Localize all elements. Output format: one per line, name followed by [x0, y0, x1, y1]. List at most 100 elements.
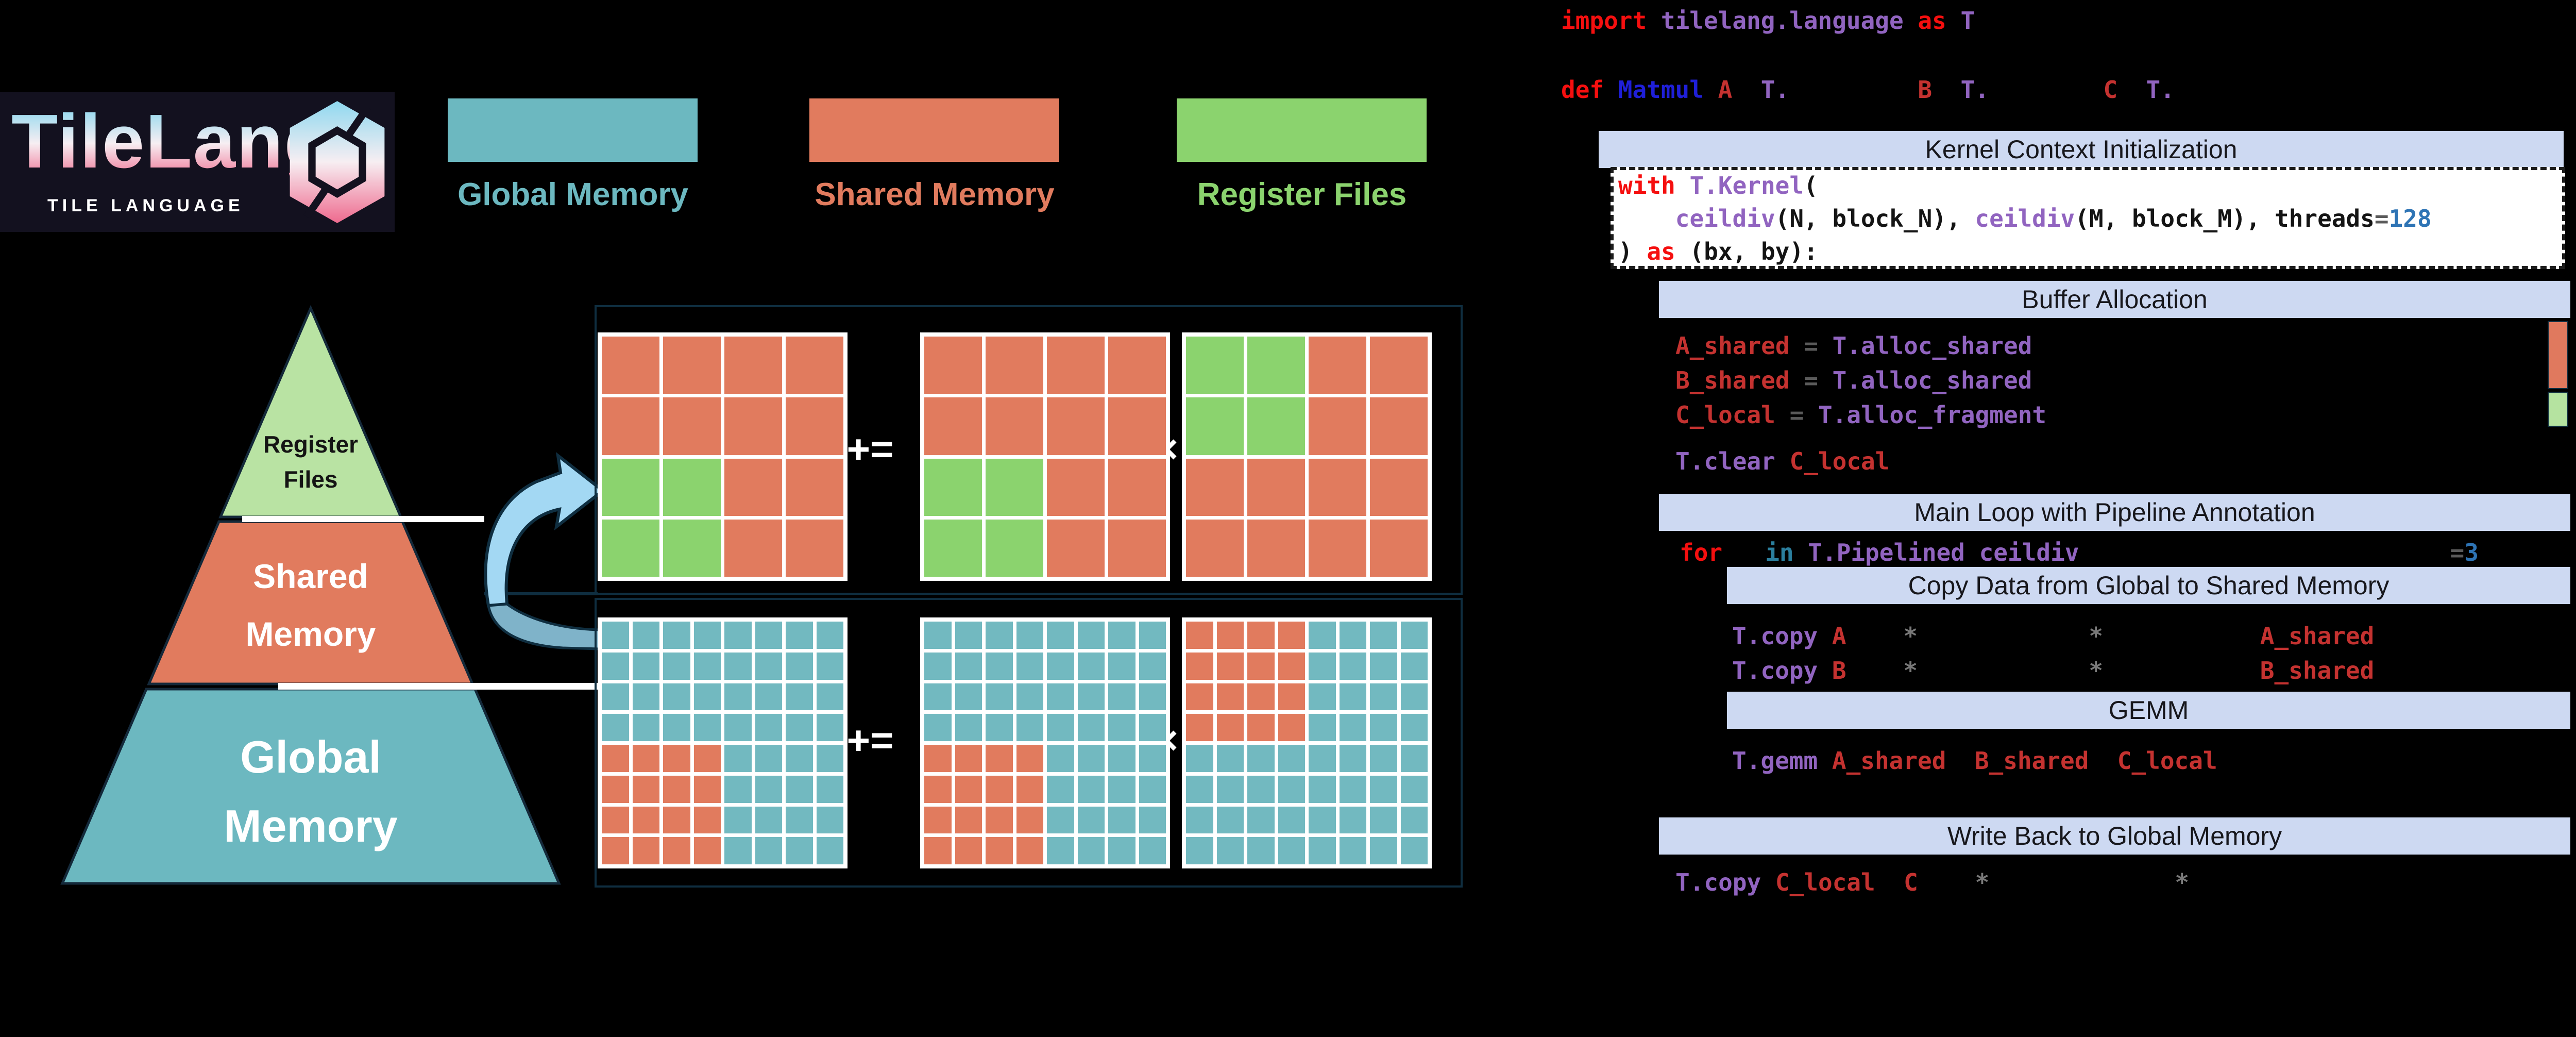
tile-cell — [924, 652, 952, 680]
banner-gemm: GEMM — [1727, 692, 2570, 729]
tile-cell — [1047, 652, 1074, 680]
tile-cell — [632, 652, 659, 680]
code-line-import: import tilelang.language as T — [1561, 7, 1975, 35]
legend-label-shared: Shared Memory — [815, 177, 1055, 212]
tile-cell — [724, 683, 752, 711]
legend-label-register: Register Files — [1197, 177, 1407, 212]
tile-cell — [1309, 837, 1336, 864]
tile-cell — [1016, 775, 1043, 803]
tile-cell — [816, 652, 843, 680]
tile-cell — [1370, 337, 1428, 394]
tile-cell — [1108, 458, 1166, 516]
tile-cell — [986, 745, 1013, 772]
tile-cell — [1247, 806, 1275, 834]
tile-cell — [1278, 714, 1305, 741]
tile-cell — [1108, 397, 1166, 455]
tile-cell — [1139, 745, 1166, 772]
tile-cell — [1309, 683, 1336, 711]
tile-cell — [724, 652, 752, 680]
tile-cell — [1247, 745, 1275, 772]
kernel-context-code-box — [1611, 167, 2565, 269]
tile-cell — [663, 652, 690, 680]
tile-cell — [1016, 683, 1043, 711]
tile-cell — [786, 745, 813, 772]
tile-cell — [663, 714, 690, 741]
tile-cell — [1339, 837, 1366, 864]
tile-cell — [1309, 806, 1336, 834]
tile-cell — [1016, 714, 1043, 741]
tile-cell — [1047, 337, 1105, 394]
tile-cell — [1309, 337, 1366, 394]
tile-cell — [786, 714, 813, 741]
tile-grid — [598, 332, 848, 581]
tile-cell — [924, 397, 982, 455]
tile-cell — [1309, 745, 1336, 772]
tile-cell — [663, 519, 721, 577]
tile-cell — [724, 337, 782, 394]
tile-cell — [1309, 775, 1336, 803]
tile-cell — [1247, 458, 1305, 516]
tile-cell — [1016, 622, 1043, 649]
tile-grid — [1182, 617, 1432, 868]
tile-cell — [1139, 806, 1166, 834]
tile-cell — [1247, 837, 1275, 864]
tile-cell — [602, 519, 659, 577]
tile-cell — [1016, 837, 1043, 864]
tile-cell — [1339, 714, 1366, 741]
tile-cell — [1016, 652, 1043, 680]
tile-cell — [1370, 397, 1428, 455]
tile-cell — [755, 837, 782, 864]
tile-cell — [924, 683, 952, 711]
pyramid-label-register-files: Register Files — [263, 431, 359, 493]
tile-cell — [1108, 622, 1136, 649]
tile-cell — [1216, 683, 1244, 711]
tile-cell — [1139, 683, 1166, 711]
tile-cell — [786, 837, 813, 864]
logo-title: TileLang — [11, 98, 332, 186]
tile-cell — [1077, 652, 1105, 680]
tile-cell — [786, 683, 813, 711]
tile-cell — [1186, 837, 1213, 864]
tile-grid — [598, 617, 848, 868]
tile-cell — [1216, 652, 1244, 680]
code-line-copy_a: T.copy A * * A_shared — [1732, 622, 2375, 650]
tile-cell — [924, 775, 952, 803]
tile-cell — [632, 745, 659, 772]
tile-cell — [955, 622, 982, 649]
tile-cell — [632, 775, 659, 803]
tile-cell — [1370, 775, 1397, 803]
tile-cell — [663, 397, 721, 455]
tile-cell — [724, 458, 782, 516]
plus-equals-operator: += — [846, 717, 894, 763]
tile-cell — [924, 745, 952, 772]
tile-cell — [1139, 622, 1166, 649]
tilelang-logo: TileLang TILE LANGUAGE — [0, 92, 395, 232]
tile-cell — [1400, 714, 1428, 741]
tile-cell — [1278, 683, 1305, 711]
tile-cell — [1339, 652, 1366, 680]
tile-cell — [1247, 775, 1275, 803]
tile-cell — [724, 745, 752, 772]
tile-cell — [1339, 806, 1366, 834]
tile-cell — [924, 622, 952, 649]
tile-cell — [1108, 837, 1136, 864]
code-line-t_clear: T.clear C_local — [1675, 447, 1890, 475]
tile-cell — [1139, 652, 1166, 680]
tile-cell — [816, 745, 843, 772]
global-tiles-box — [595, 598, 1463, 888]
tile-cell — [1047, 683, 1074, 711]
tile-cell — [1108, 714, 1136, 741]
plus-equals-operator: += — [846, 426, 894, 472]
tile-cell — [1186, 683, 1213, 711]
tile-cell — [1247, 397, 1305, 455]
tile-cell — [924, 458, 982, 516]
tile-cell — [1370, 458, 1428, 516]
banner-copy-data: Copy Data from Global to Shared Memory — [1727, 567, 2570, 604]
tile-cell — [1370, 652, 1397, 680]
tile-cell — [724, 519, 782, 577]
tile-cell — [1247, 622, 1275, 649]
tile-cell — [786, 337, 843, 394]
tile-cell — [1186, 652, 1213, 680]
tile-cell — [1077, 683, 1105, 711]
shared-alloc-bar — [2548, 321, 2568, 389]
